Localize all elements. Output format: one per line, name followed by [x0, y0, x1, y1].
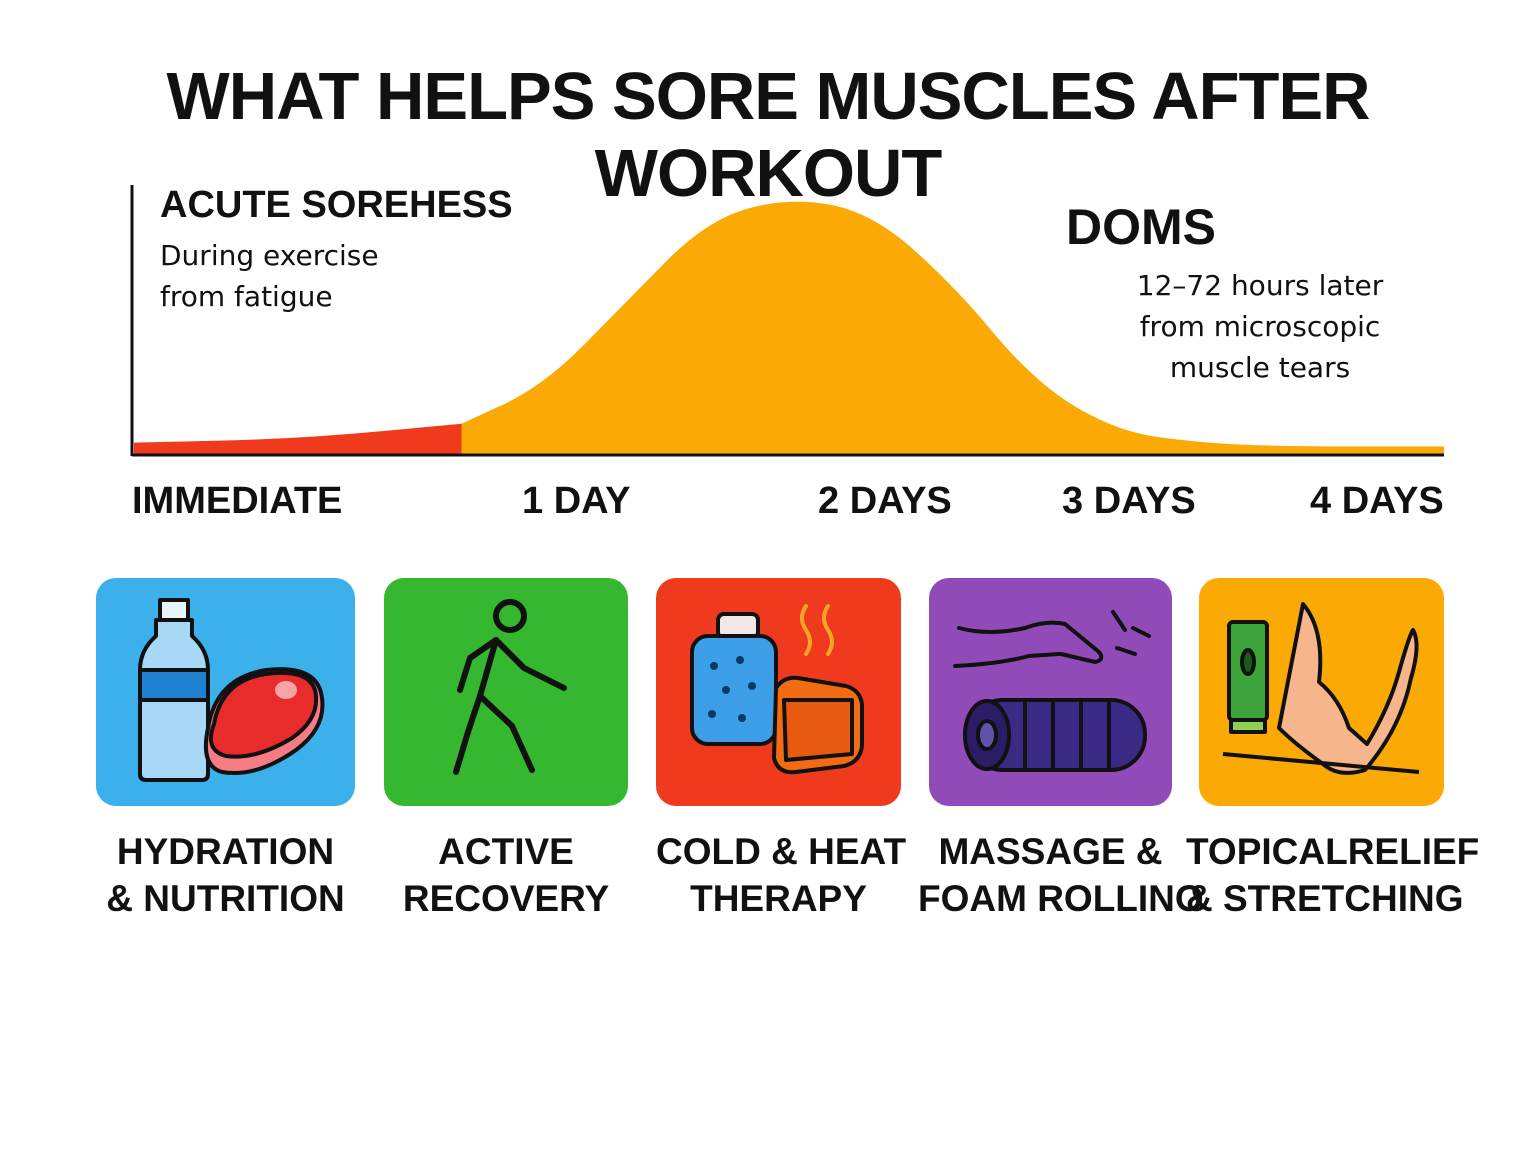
acute-desc-line: from fatigue: [160, 280, 333, 313]
remedy-label: MASSAGE & FOAM ROLLINO: [918, 831, 1204, 919]
doms-phase-title: DOMS: [1066, 199, 1216, 255]
remedy-label: ACTIVE RECOVERY: [402, 831, 610, 919]
hydration-nutrition-tile: [96, 578, 355, 806]
soreness-timeline-chart: [130, 185, 1444, 457]
doms-area: [461, 201, 1444, 454]
x-tick-label: IMMEDIATE: [132, 480, 343, 522]
x-tick-label: 1 DAY: [522, 480, 631, 522]
walking-person-icon: [453, 599, 567, 775]
doms-desc-line: 12–72 hours later: [1136, 269, 1384, 302]
remedy-label: COLD & HEAT THERAPY: [656, 831, 907, 919]
x-tick-label: 4 DAYS: [1310, 480, 1444, 522]
acute-desc-line: During exercise: [160, 239, 379, 272]
x-tick-label: 3 DAYS: [1062, 480, 1196, 522]
doms-desc-line: muscle tears: [1169, 351, 1351, 384]
massage-foam-rolling-tile: [929, 578, 1172, 806]
x-tick-label: 2 DAYS: [818, 480, 952, 522]
cream-tube-legs-icon: [1222, 602, 1420, 775]
hand-foam-roller-icon: [953, 610, 1151, 772]
water-bottle-steak-icon: [138, 598, 325, 782]
cold-heat-therapy-tile: [656, 578, 901, 806]
ice-pack-heat-pad-icon: [690, 604, 864, 775]
topical-relief-stretching-tile: [1199, 578, 1444, 806]
acute-soreness-area: [134, 423, 462, 454]
active-recovery-tile: [384, 578, 628, 806]
page-title: WHAT HELPS SORE MUSCLES AFTER WORKOUT: [166, 59, 1370, 211]
remedy-label: TOPICALRELIEF & STRETCHING: [1186, 831, 1480, 919]
remedy-label: HYDRATION & NUTRITION: [106, 831, 345, 919]
doms-desc-line: from microscopic: [1139, 310, 1381, 343]
doms-phase-desc: 12–72 hours later from microscopic muscl…: [1080, 265, 1440, 388]
acute-phase-title: ACUTE SOREHESS: [160, 184, 513, 226]
acute-phase-desc: During exercise from fatigue: [160, 235, 379, 317]
